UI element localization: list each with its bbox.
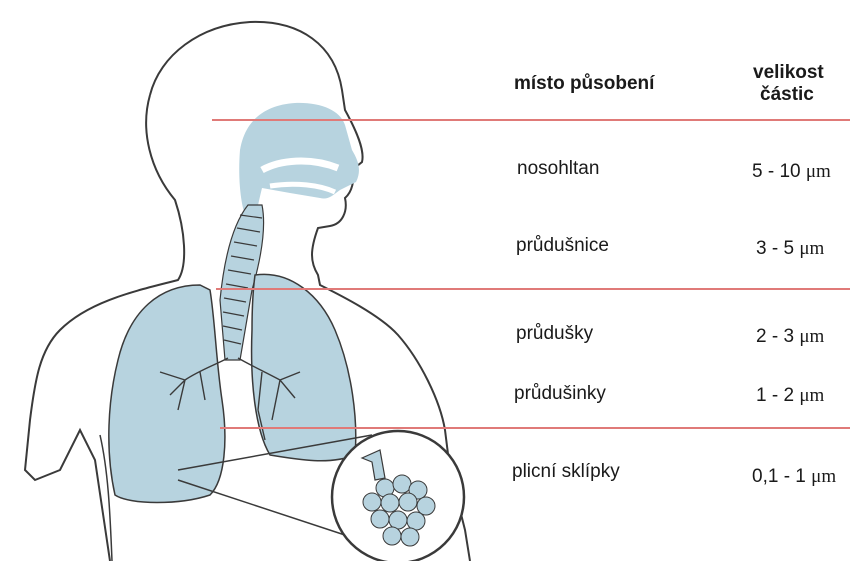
size-value: 0,1 - 1 [752,466,806,487]
size-bronchi: 2 - 3 μm [756,326,824,348]
header-size-line1: velikost [753,62,824,83]
size-unit: μm [799,385,824,406]
divider-bronchioles [220,427,850,429]
size-unit: μm [799,326,824,347]
site-alveoli: plicní sklípky [512,461,620,483]
left-lung [109,285,225,503]
site-nasopharynx: nosohltan [517,158,599,180]
size-bronchioles: 1 - 2 μm [756,385,824,407]
size-unit: μm [806,161,831,182]
size-value: 5 - 10 [752,161,801,182]
site-bronchioles: průdušinky [514,383,606,405]
size-alveoli: 0,1 - 1 μm [752,466,836,488]
site-bronchi: průdušky [516,323,593,345]
size-value: 1 - 2 [756,385,794,406]
divider-nasopharynx [212,119,850,121]
size-trachea: 3 - 5 μm [756,238,824,260]
header-size-line2: částic [760,84,814,105]
divider-trachea [216,288,850,290]
size-unit: μm [799,238,824,259]
right-lung [252,274,356,460]
size-value: 3 - 5 [756,238,794,259]
size-value: 2 - 3 [756,326,794,347]
size-unit: μm [811,466,836,487]
site-trachea: průdušnice [516,235,609,257]
header-site: místo působení [514,73,654,94]
size-nasopharynx: 5 - 10 μm [752,161,831,183]
